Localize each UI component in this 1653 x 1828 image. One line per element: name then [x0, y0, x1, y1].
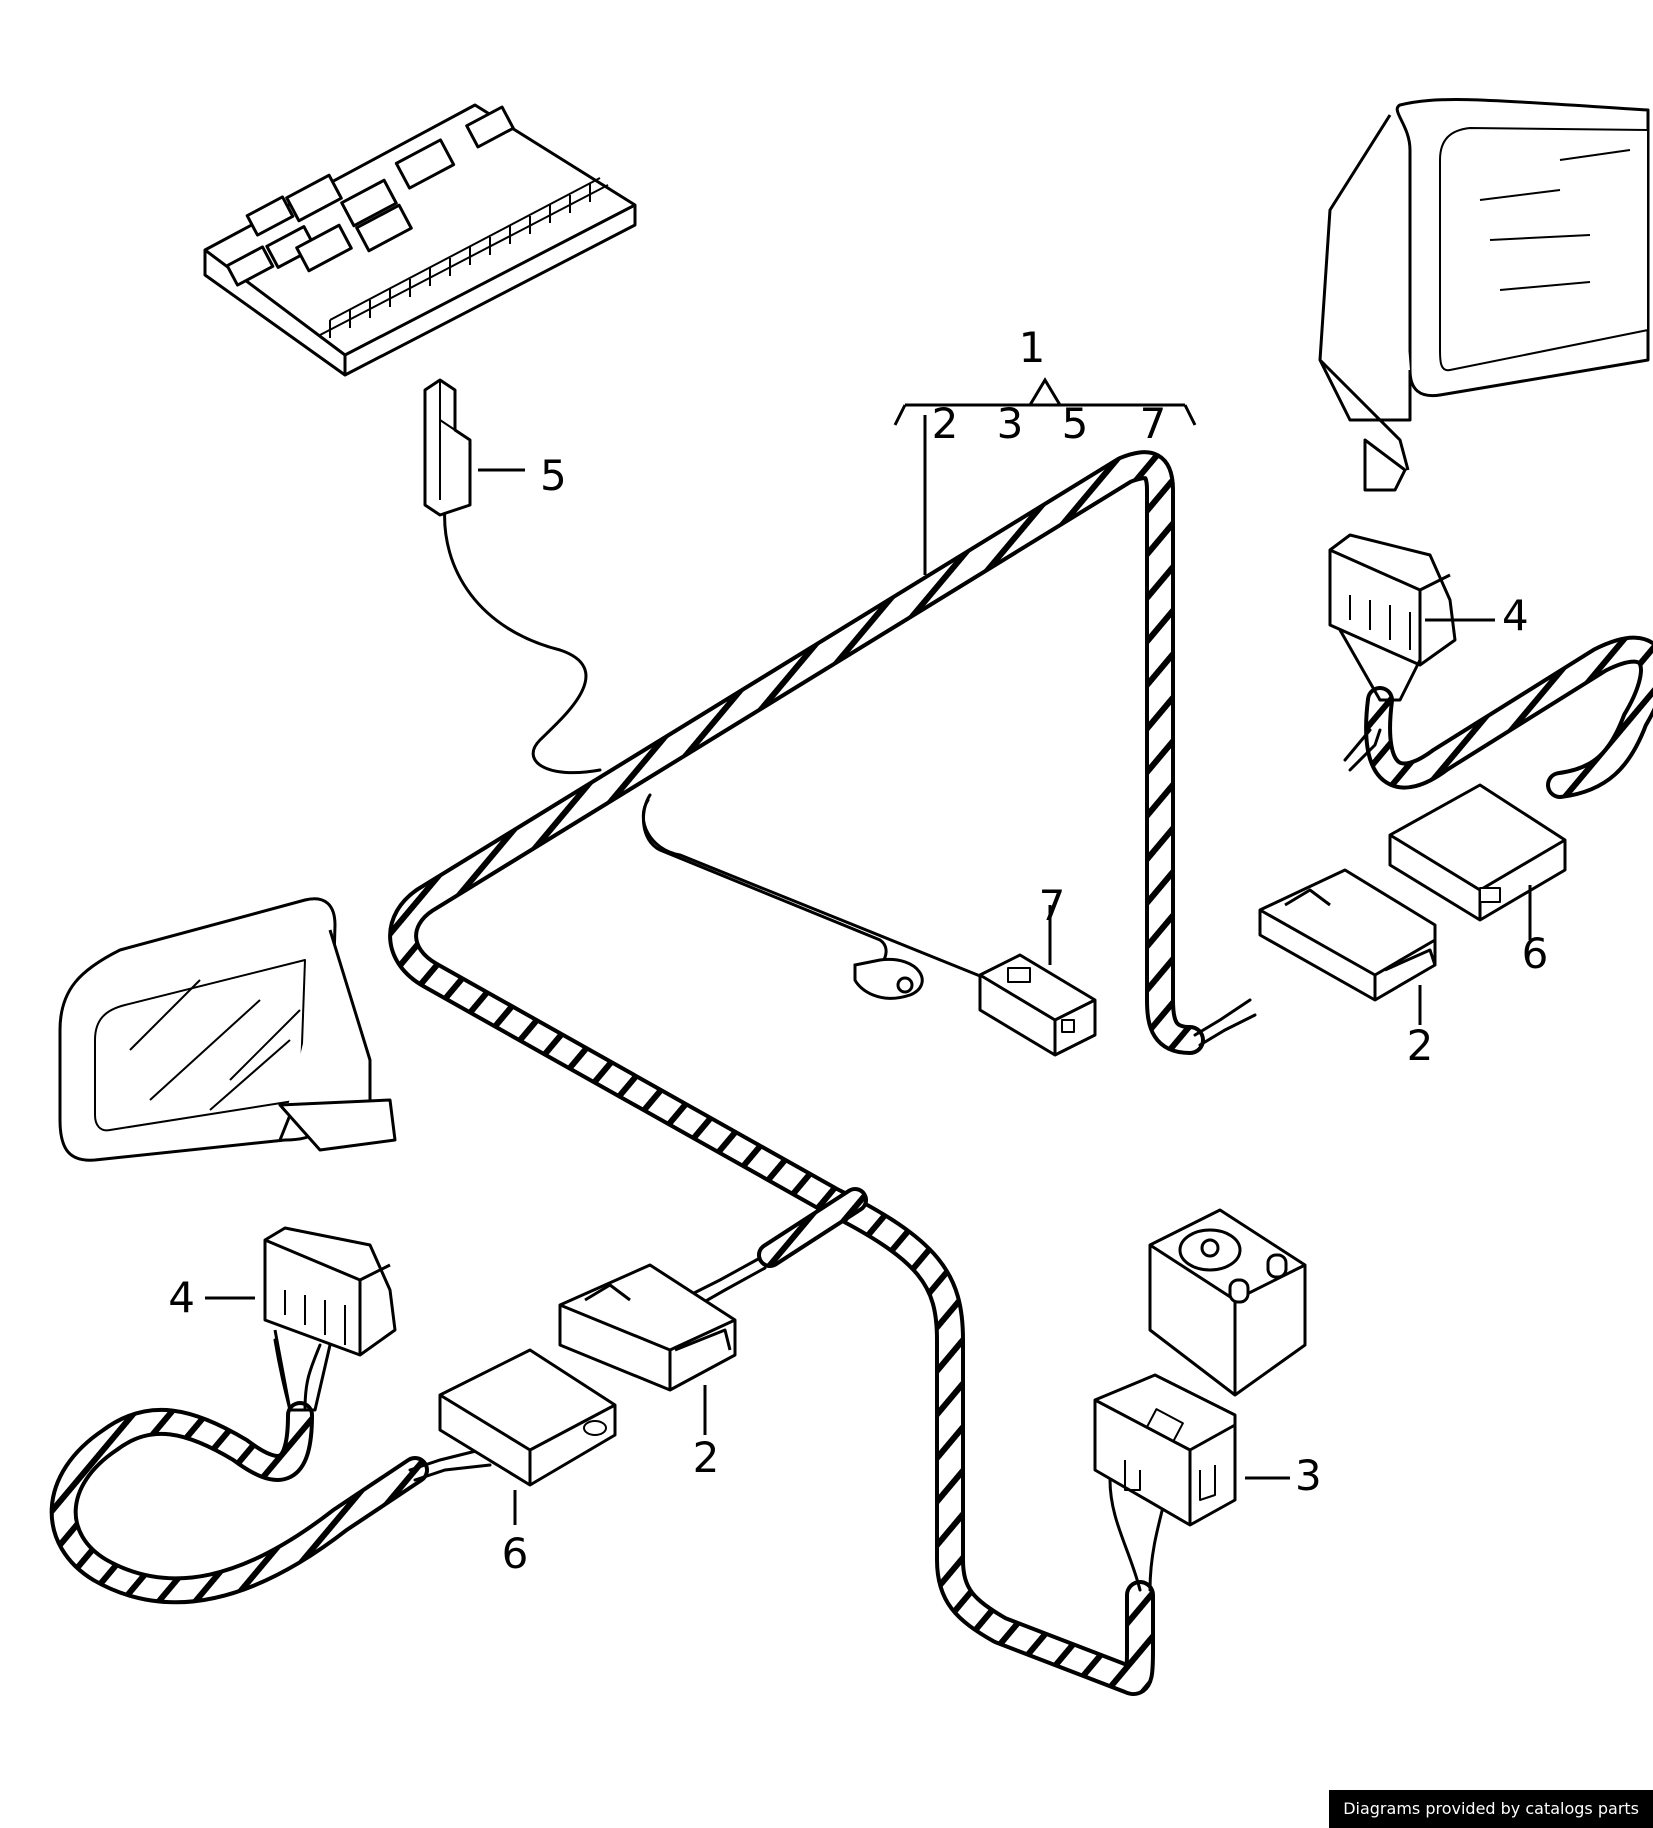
callout-left-connector: 2 [693, 1433, 720, 1482]
footer-credit: Diagrams provided by catalogs parts [1329, 1790, 1653, 1828]
right-mirror [1318, 98, 1650, 492]
callout-main-harness: 1 [1019, 323, 1046, 372]
left-connector [558, 1263, 737, 1392]
callout-left-housing: 6 [502, 1529, 529, 1578]
callout-main-harness-sub-3: 5 [1062, 399, 1089, 448]
callout-main-harness-sub-2: 3 [997, 399, 1024, 448]
ground-eyelet [853, 957, 924, 1000]
relay-connector [423, 378, 472, 517]
right-mirror-plug [1328, 533, 1457, 702]
relay-panel [203, 103, 637, 377]
right-connector [1258, 868, 1437, 1002]
right-housing [1388, 783, 1567, 922]
right-mirror-cable [1378, 650, 1653, 785]
switch-connector [1093, 1373, 1237, 1527]
callout-main-harness-sub-4: 7 [1140, 399, 1167, 448]
mirror-switch [1148, 1208, 1307, 1397]
leader-lines [205, 377, 1532, 1525]
left-housing [438, 1348, 617, 1487]
callout-relay-connector: 5 [540, 451, 567, 500]
left-mirror [58, 897, 397, 1162]
callout-left-mirror-plug: 4 [168, 1273, 195, 1322]
main-harness-trunk [403, 465, 1190, 1681]
callout-right-mirror-plug: 4 [1502, 591, 1529, 640]
callout-main-harness-sub-1: 2 [932, 399, 959, 448]
callout-switch-connector: 3 [1295, 1451, 1322, 1500]
left-mirror-cable [64, 1415, 415, 1590]
callout-right-housing: 6 [1522, 929, 1549, 978]
ground-connector [978, 953, 1097, 1057]
left-mirror-plug [263, 1226, 397, 1412]
callout-labels: 1 2 3 5 7 5 4 7 6 2 4 2 3 6 [168, 323, 1548, 1578]
callout-right-connector: 2 [1407, 1021, 1434, 1070]
callout-ground-connector: 7 [1039, 881, 1066, 930]
branch-left-connector [770, 1200, 855, 1255]
